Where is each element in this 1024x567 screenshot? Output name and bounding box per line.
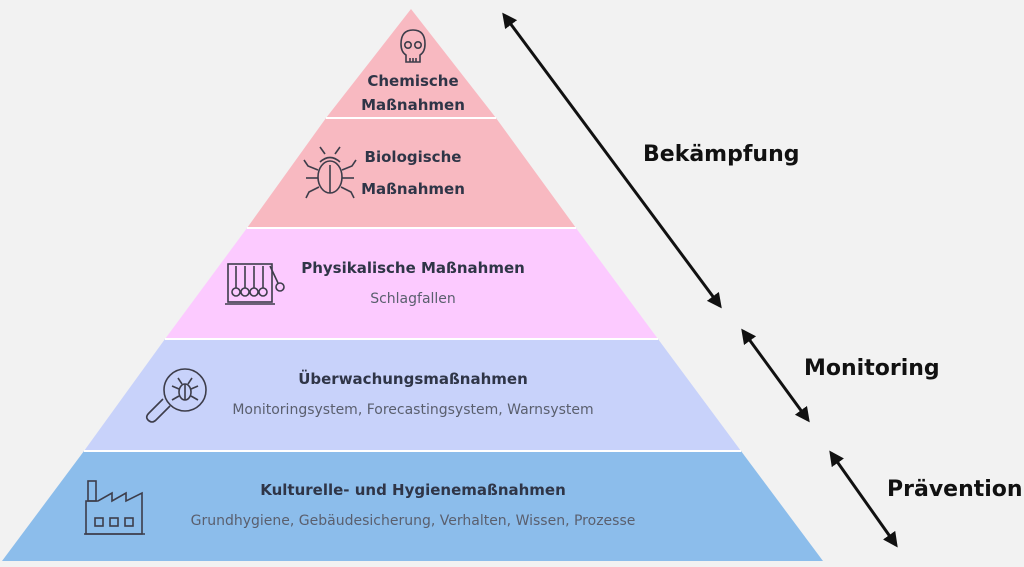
bekaempfung-arrow: [502, 12, 722, 309]
physical-subtitle: Schlagfallen: [370, 291, 456, 307]
monitoring-subtitle: Monitoringsystem, Forecastingsystem, War…: [232, 402, 594, 418]
factory-icon: [84, 480, 145, 535]
phase-label-bekaempfung: Bekämpfung: [643, 142, 800, 167]
biological-title-line1: Biologische: [364, 148, 462, 166]
monitoring-arrow: [741, 328, 810, 423]
biological-title-line2: Maßnahmen: [361, 180, 465, 198]
physical-title: Physikalische Maßnahmen: [301, 259, 525, 277]
chemical-title-line2: Maßnahmen: [361, 96, 465, 114]
praevention-arrow: [829, 450, 898, 548]
layer-monitoring: [84, 339, 741, 451]
layer-physical: [165, 228, 658, 339]
beetle-icon: [303, 146, 357, 199]
layer-biological: [247, 118, 576, 228]
magnifier-bug-icon: [145, 368, 207, 423]
phase-label-monitoring: Monitoring: [804, 356, 940, 381]
prevention-title: Kulturelle- und Hygienemaßnahmen: [260, 481, 566, 499]
layer-prevention: [2, 451, 823, 561]
newtons-cradle-icon: [225, 263, 285, 305]
skull-icon: [400, 29, 426, 63]
chemical-title-line1: Chemische: [367, 72, 459, 90]
layer-chemical: [326, 9, 496, 118]
phase-label-praevention: Prävention: [887, 477, 1023, 502]
monitoring-title: Überwachungsmaßnahmen: [298, 370, 528, 388]
prevention-subtitle: Grundhygiene, Gebäudesicherung, Verhalte…: [190, 513, 636, 529]
